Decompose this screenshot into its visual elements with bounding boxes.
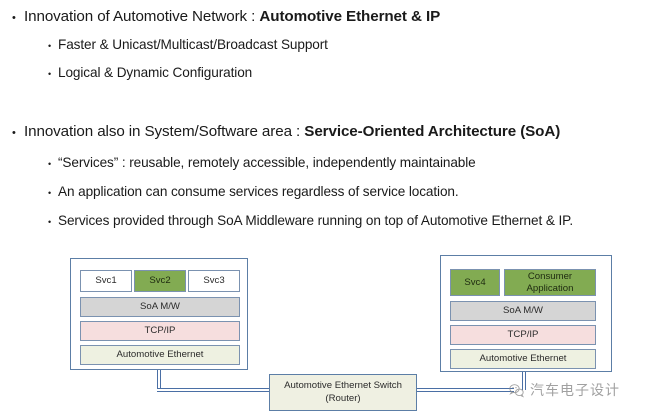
bullet-level2: • An application can consume services re…: [48, 184, 459, 199]
bullet-level2: • “Services” : reusable, remotely access…: [48, 155, 476, 170]
wechat-icon: [509, 383, 525, 397]
bullet-dot-icon: •: [48, 41, 52, 51]
bullet-dot-icon: •: [12, 12, 16, 24]
connector-right-horizontal: [414, 388, 514, 392]
connector-left-vertical: [157, 370, 161, 392]
bullet-level2: • Logical & Dynamic Configuration: [48, 65, 252, 80]
bullet-level1: • Innovation also in System/Software are…: [12, 123, 560, 140]
service-box-consumer-application[interactable]: Consumer Application: [504, 269, 596, 296]
layer-automotive-ethernet: Automotive Ethernet: [450, 349, 596, 369]
bullet-text: Faster & Unicast/Multicast/Broadcast Sup…: [58, 37, 328, 52]
connector-right-vertical: [522, 372, 526, 390]
service-box-svc3[interactable]: Svc3: [188, 270, 240, 292]
bullet-level1: • Innovation of Automotive Network : Aut…: [12, 8, 440, 25]
bullet-level2: • Faster & Unicast/Multicast/Broadcast S…: [48, 37, 328, 52]
bullet-level2: • Services provided through SoA Middlewa…: [48, 213, 573, 228]
layer-tcpip: TCP/IP: [80, 321, 240, 341]
switch-label-line2: (Router): [325, 392, 361, 404]
bullet-dot-icon: •: [48, 159, 52, 169]
switch-label-line1: Automotive Ethernet Switch: [284, 379, 402, 391]
layer-automotive-ethernet: Automotive Ethernet: [80, 345, 240, 365]
layer-soa-middleware: SoA M/W: [80, 297, 240, 317]
bullet-text: Services provided through SoA Middleware…: [58, 213, 574, 228]
bullet-dot-icon: •: [48, 188, 52, 198]
service-box-svc2[interactable]: Svc2: [134, 270, 186, 292]
automotive-ethernet-switch-box[interactable]: Automotive Ethernet Switch (Router): [269, 374, 417, 411]
service-box-svc4[interactable]: Svc4: [450, 269, 500, 296]
bullet-text: Innovation of Automotive Network : Autom…: [24, 8, 441, 25]
layer-soa-middleware: SoA M/W: [450, 301, 596, 321]
bullet-text: Innovation also in System/Software area …: [24, 123, 561, 140]
bullet-dot-icon: •: [48, 217, 52, 227]
bullet-dot-icon: •: [12, 127, 16, 139]
watermark: 汽车电子设计: [508, 380, 620, 400]
watermark-text: 汽车电子设计: [530, 382, 620, 398]
bullet-text: An application can consume services rega…: [58, 184, 459, 199]
left-ecu-node: Svc1 Svc2 Svc3 SoA M/W TCP/IP Automotive…: [70, 258, 248, 370]
service-box-svc1[interactable]: Svc1: [80, 270, 132, 292]
bullet-text: “Services” : reusable, remotely accessib…: [58, 155, 476, 170]
connector-left-horizontal: [157, 388, 272, 392]
layer-tcpip: TCP/IP: [450, 325, 596, 345]
bullet-dot-icon: •: [48, 69, 52, 79]
bullet-text: Logical & Dynamic Configuration: [58, 65, 253, 80]
right-ecu-node: Svc4 Consumer Application SoA M/W TCP/IP…: [440, 255, 612, 372]
